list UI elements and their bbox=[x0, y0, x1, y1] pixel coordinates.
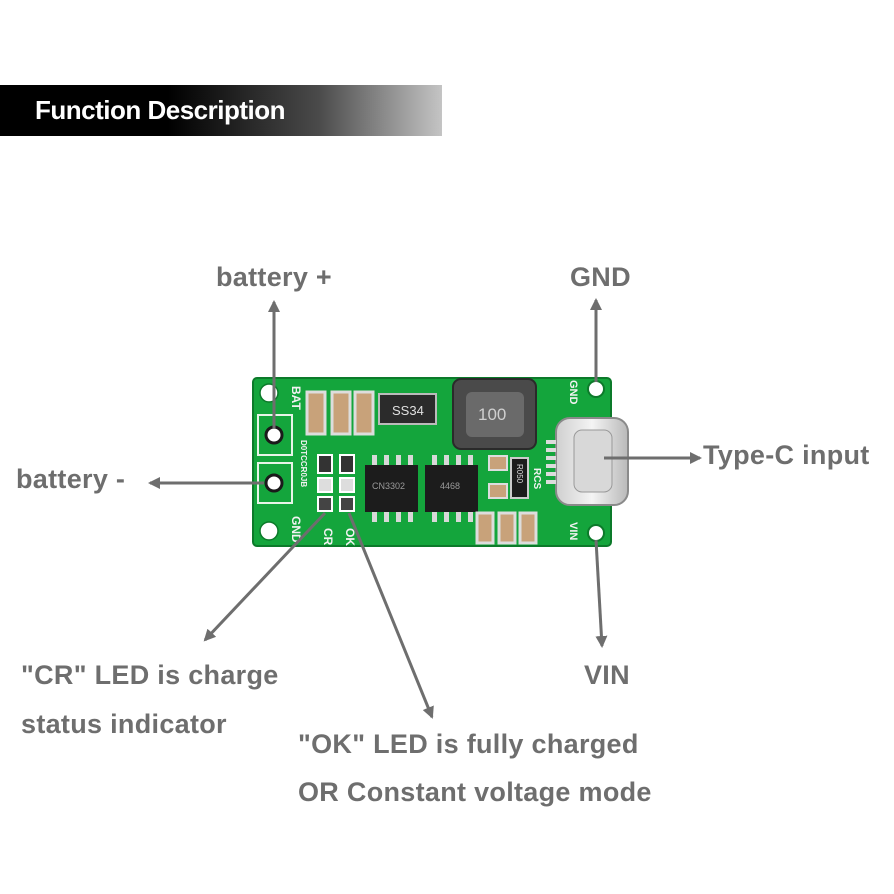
diode-label: SS34 bbox=[392, 403, 424, 418]
bat-minus-pad bbox=[264, 473, 284, 493]
usb-c-pins bbox=[546, 440, 556, 484]
label-type-c-input: Type-C input bbox=[703, 440, 870, 470]
silk-vin: VIN bbox=[567, 522, 579, 540]
label-gnd: GND bbox=[570, 262, 631, 292]
bat-plus-pad bbox=[264, 425, 284, 445]
silk-gnd-left: GND bbox=[289, 516, 303, 543]
arrow-cr-led bbox=[203, 511, 327, 642]
capacitor-group-bottom bbox=[475, 511, 538, 545]
ic2-label: 4468 bbox=[440, 481, 460, 491]
silk-cr: CR bbox=[321, 528, 335, 546]
page-title: Function Description bbox=[35, 95, 286, 125]
label-battery-minus: battery - bbox=[16, 464, 126, 494]
resistor-label: R050 bbox=[515, 464, 524, 484]
silk-bat: BAT bbox=[289, 386, 303, 410]
silk-rcs: RCS bbox=[531, 468, 542, 489]
arrow-vin bbox=[594, 539, 608, 648]
smd-led-area bbox=[317, 454, 355, 512]
mount-hole bbox=[259, 521, 279, 541]
label-vin: VIN bbox=[584, 660, 630, 690]
inductor-top bbox=[466, 392, 524, 437]
header-banner: Function Description bbox=[0, 85, 442, 136]
ic1-label: CN3302 bbox=[372, 481, 405, 491]
diode-ss34 bbox=[378, 393, 437, 425]
label-ok-line2: OR Constant voltage mode bbox=[298, 777, 652, 807]
arrow-ok-led bbox=[347, 512, 434, 719]
capacitor-group-top bbox=[305, 390, 375, 436]
label-battery-plus: battery + bbox=[216, 262, 332, 292]
label-cr-line2: status indicator bbox=[21, 709, 227, 739]
current-sense-resistor: R050 bbox=[510, 457, 529, 499]
inductor-label: 100 bbox=[478, 405, 506, 424]
gnd-pad bbox=[587, 380, 605, 398]
label-cr-line1: "CR" LED is charge bbox=[21, 660, 279, 690]
silk-ok: OK bbox=[343, 528, 357, 546]
vin-pad bbox=[587, 524, 605, 542]
label-ok-line1: "OK" LED is fully charged bbox=[298, 729, 639, 759]
silk-gnd-right: GND bbox=[567, 380, 579, 405]
usb-c-port bbox=[573, 429, 613, 493]
ic-cn3302: CN3302 bbox=[365, 455, 418, 522]
silk-board-id: D0TCCR0JB bbox=[299, 440, 308, 487]
ic-4468: 4468 bbox=[425, 455, 478, 522]
small-caps-right bbox=[488, 455, 508, 499]
